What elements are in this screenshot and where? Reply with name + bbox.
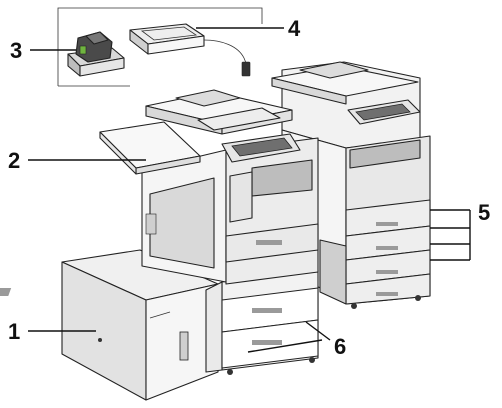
- callout-1: 1: [8, 319, 20, 344]
- callout-2: 2: [8, 148, 20, 173]
- callout-6: 6: [334, 334, 346, 359]
- card-reader-icon: [129, 23, 251, 77]
- inset-frame: [57, 7, 263, 48]
- paper-tray-icon: [0, 249, 219, 401]
- leader-6b: [305, 321, 331, 341]
- leader-lines: [28, 27, 471, 353]
- callout-3: 3: [10, 38, 22, 63]
- printer-back: [271, 61, 431, 309]
- paper-tray-icon: [345, 199, 431, 305]
- printer-main: [99, 89, 319, 375]
- callout-4: 4: [288, 16, 301, 41]
- stapler-icon: [67, 31, 125, 77]
- leader-6a: [247, 339, 323, 353]
- accessory-inset: [57, 7, 263, 87]
- callout-numbers: 1 2 3 4 5 6: [8, 16, 490, 359]
- callout-5: 5: [478, 200, 490, 225]
